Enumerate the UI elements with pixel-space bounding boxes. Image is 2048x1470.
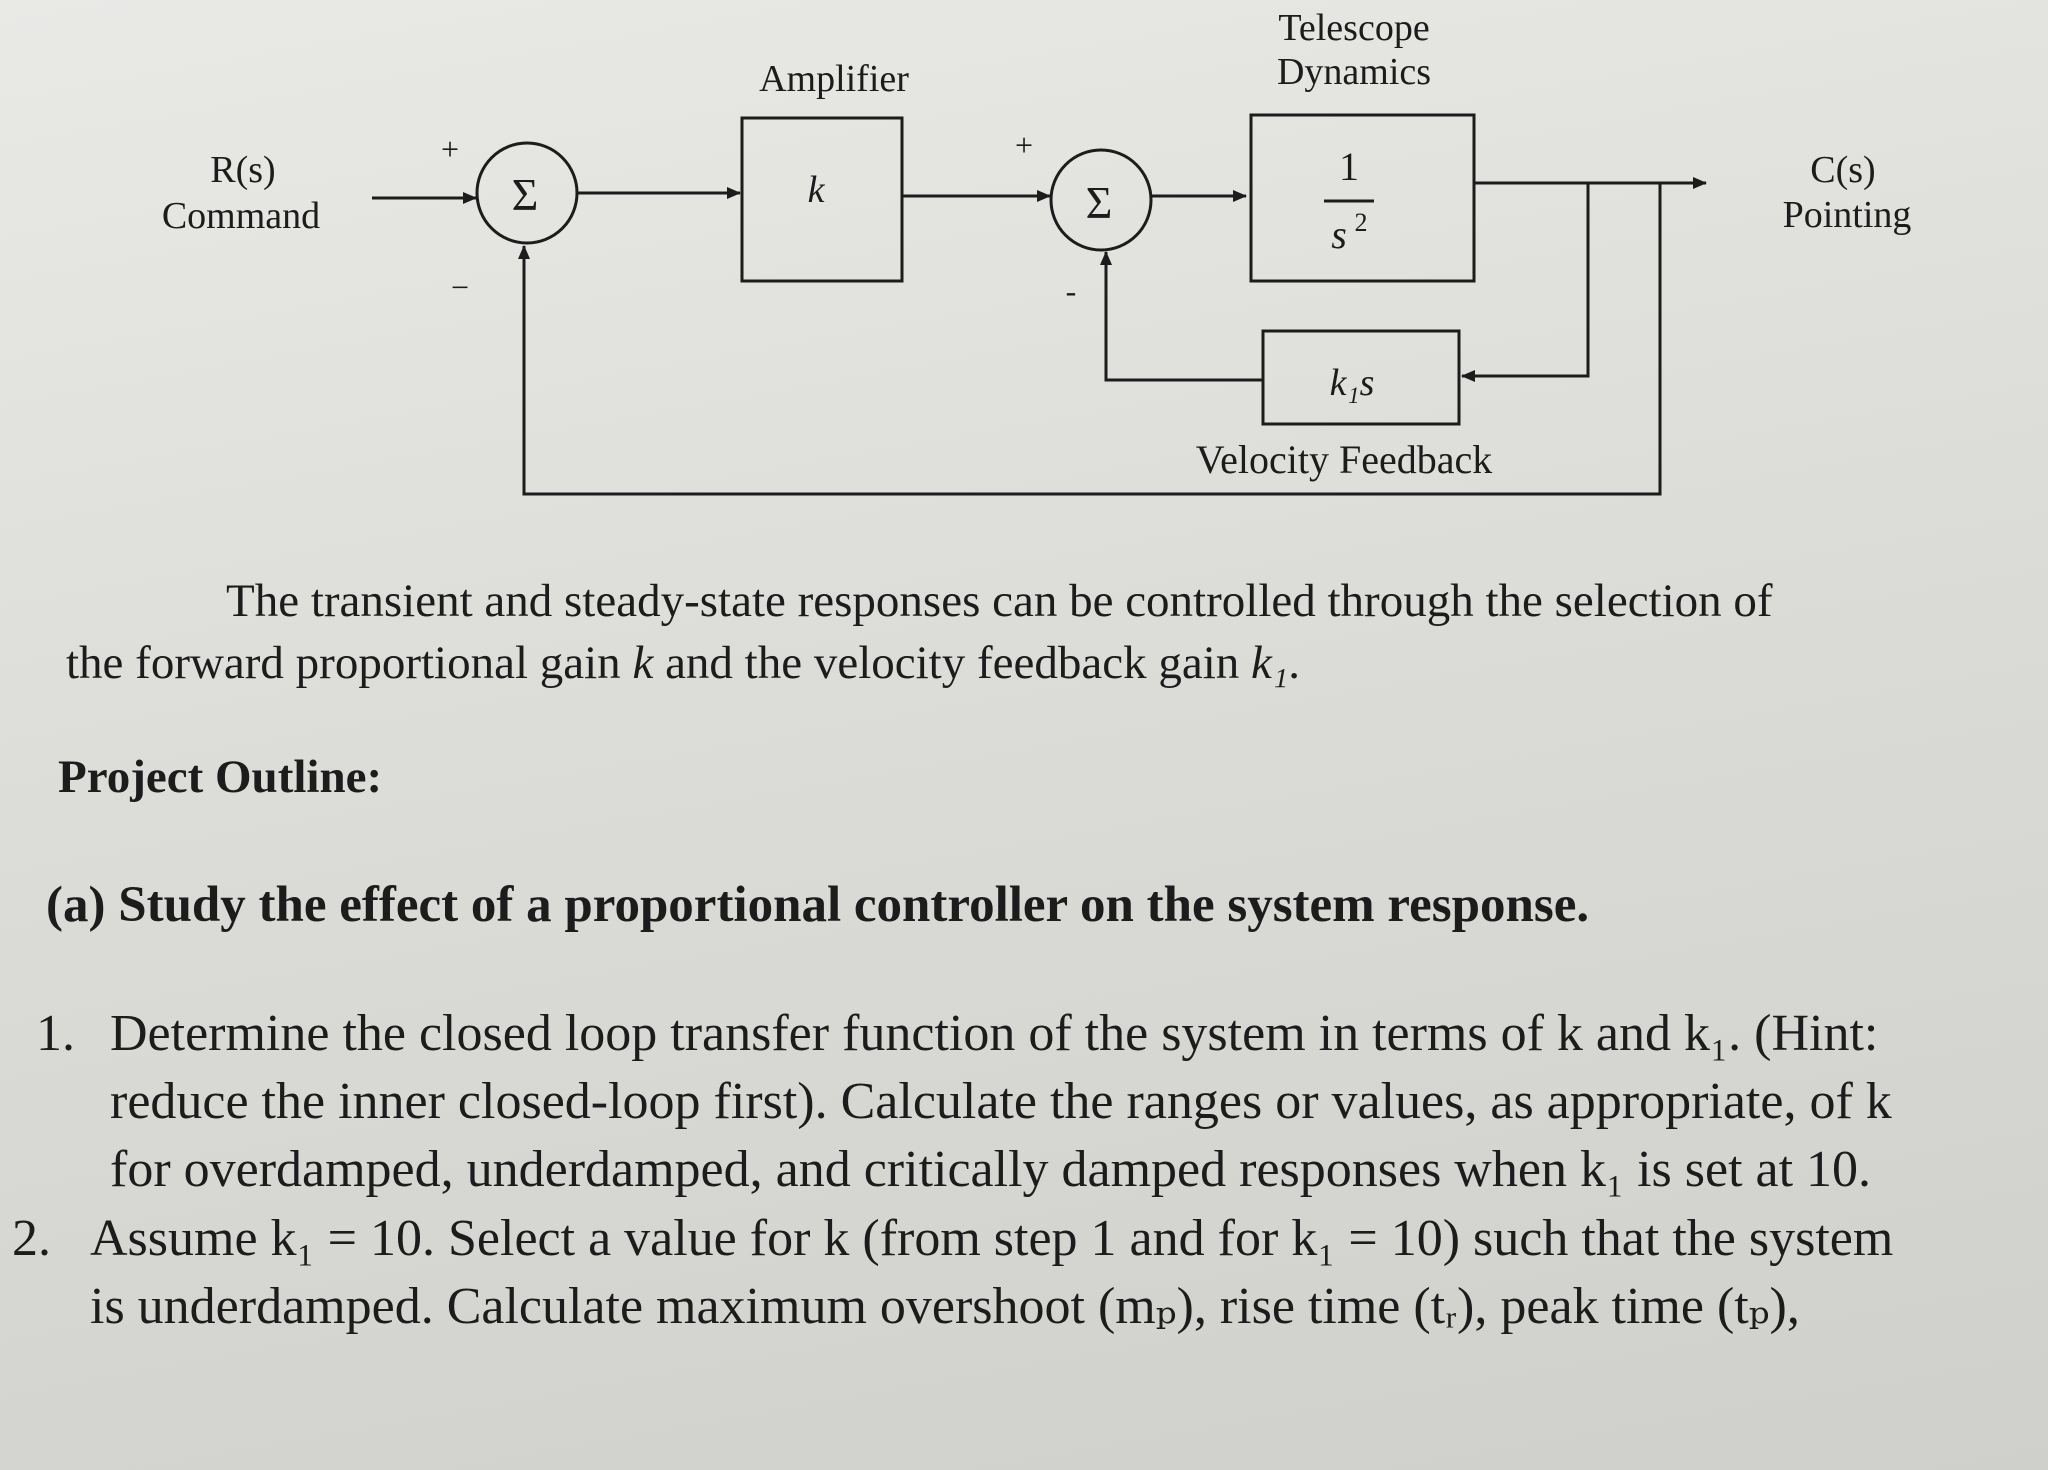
output-label-cs: C(s)	[1810, 149, 1875, 191]
intro-line-2: the forward proportional gain k and the …	[66, 632, 1946, 694]
summing-junction-inner	[1049, 148, 1153, 252]
inner-minus-sign: -	[1066, 273, 1077, 309]
plant-block	[1249, 113, 1476, 283]
item1-line-1: Determine the closed loop transfer funct…	[110, 1005, 1879, 1062]
sum-symbol-outer: Σ	[512, 169, 539, 220]
output-label-pointing: Pointing	[1783, 194, 1912, 236]
amplifier-block	[740, 116, 904, 283]
intro-line-2-a: the forward proportional gain	[66, 637, 633, 689]
input-label-command: Command	[162, 195, 320, 237]
velocity-feedback-block	[1261, 329, 1461, 426]
item2-line-2: is underdamped. Calculate maximum oversh…	[90, 1278, 1800, 1335]
outer-feedback-path	[518, 183, 1662, 496]
list-item-1-number: 1.	[36, 1005, 75, 1062]
amplifier-gain: k	[808, 169, 826, 211]
project-outline-heading: Project Outline:	[58, 751, 383, 803]
intro-var-k: k	[632, 637, 654, 689]
plant-denominator: s	[1331, 212, 1347, 257]
plant-numerator: 1	[1339, 144, 1359, 189]
part-a-heading: (a) Study the effect of a proportional c…	[46, 877, 1590, 933]
inner-feedback-return	[1100, 251, 1263, 382]
list-item-1-body: Determine the closed loop transfer funct…	[110, 1000, 1990, 1204]
intro-line-2-c: .	[1288, 637, 1300, 689]
list-item-2-body: Assume k₁ = 10. Select a value for k (fr…	[90, 1205, 1990, 1341]
item1-line-3: for overdamped, underdamped, and critica…	[110, 1141, 1872, 1198]
item1-line-2: reduce the inner closed-loop first). Cal…	[110, 1073, 1892, 1130]
intro-line-2-b: and the velocity feedback gain	[653, 637, 1252, 689]
list-item-2-number: 2.	[12, 1210, 51, 1267]
input-label-rs: R(s)	[210, 149, 275, 191]
feedback-gain: k₁s	[1330, 362, 1375, 404]
inner-plus-sign: +	[1015, 127, 1033, 163]
plant-title-telescope: Telescope	[1278, 7, 1429, 49]
intro-paragraph: The transient and steady-state responses…	[66, 570, 1946, 694]
intro-line-1: The transient and steady-state responses…	[66, 570, 1946, 632]
outer-minus-sign: −	[451, 269, 469, 305]
plant-denominator-exponent: 2	[1355, 208, 1368, 237]
block-diagram: R(s) Command + − Σ Amplifier k + - Σ Tel…	[162, 7, 1912, 496]
intro-line-1-text: The transient and steady-state responses…	[226, 575, 1773, 627]
plant-title-dynamics: Dynamics	[1277, 51, 1431, 93]
inner-feedback-path	[1461, 183, 1590, 382]
velocity-feedback-title: Velocity Feedback	[1196, 437, 1493, 482]
intro-var-k1: k₁	[1251, 637, 1289, 689]
amplifier-title: Amplifier	[759, 58, 909, 100]
item2-line-1: Assume k₁ = 10. Select a value for k (fr…	[90, 1210, 1894, 1267]
outer-plus-sign: +	[441, 131, 459, 167]
sum-symbol-inner: Σ	[1086, 177, 1113, 228]
